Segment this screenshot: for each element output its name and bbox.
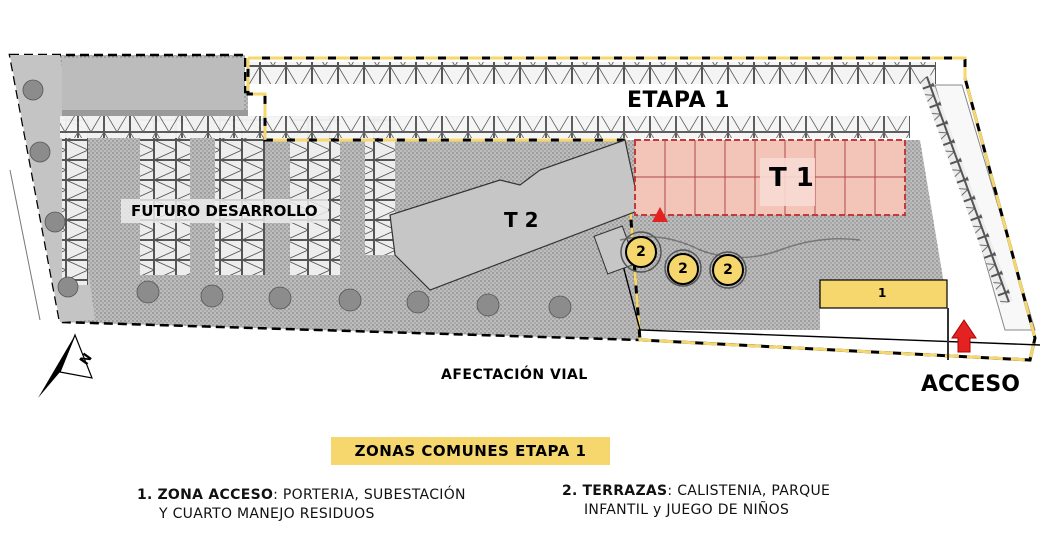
zona-1-number: 1 [878,286,887,300]
legend-1-name: ZONA ACCESO [157,487,274,503]
legend-item-1: 1. ZONA ACCESO: PORTERIA, SUBESTACIÓN Y … [137,486,466,524]
zonas-comunes-title: ZONAS COMUNES ETAPA 1 [331,437,610,465]
terraza-badge-b: 2 [667,253,699,285]
legend-2-name: TERRAZAS [582,483,668,499]
north-arrow-icon [38,333,93,398]
afectacion-vial-label: AFECTACIÓN VIAL [441,367,588,383]
terraza-badge-c: 2 [712,254,744,286]
terrace-paths [619,231,861,289]
legend-2-desc-2: INFANTIL y JUEGO DE NIÑOS [584,502,790,518]
site-plan [8,53,1041,398]
etapa-title: ETAPA 1 [627,88,730,113]
tower-t2-label: T 2 [504,208,539,232]
legend-1-number: 1. [137,487,153,503]
triangle-marker-icon [652,207,668,222]
legend-2-desc: : CALISTENIA, PARQUE [667,483,831,499]
futuro-desarrollo-label: FUTURO DESARROLLO [121,199,328,223]
legend-1-desc-2: Y CUARTO MANEJO RESIDUOS [159,506,375,522]
access-arrow-icon [947,308,977,360]
tower-t1-label: T 1 [769,163,814,193]
acceso-label: ACCESO [921,372,1020,397]
legend-2-number: 2. [562,483,578,499]
tower-t1 [634,139,906,216]
zona-acceso-box [819,279,948,309]
terraza-badge-a: 2 [625,236,657,268]
legend-1-desc: : PORTERIA, SUBESTACIÓN [273,487,466,503]
legend-item-2: 2. TERRAZAS: CALISTENIA, PARQUE INFANTIL… [562,482,830,520]
